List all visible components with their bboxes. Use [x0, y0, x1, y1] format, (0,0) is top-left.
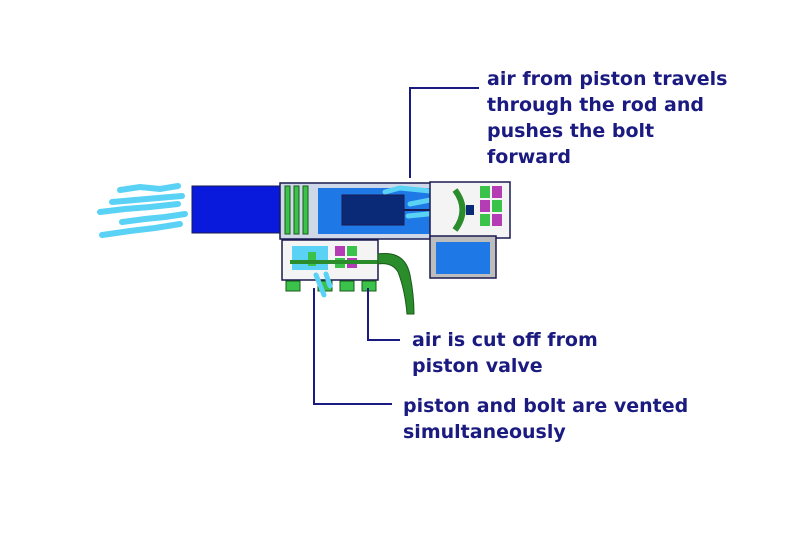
reservoir-air [436, 242, 490, 274]
leader-cutoff [367, 288, 400, 341]
label-line: forward [487, 146, 572, 168]
label-line: piston valve [412, 355, 543, 377]
piston-valve-ports [466, 186, 502, 226]
label-air-cut-off: air is cut off from piston valve [412, 327, 598, 379]
label-line: piston and bolt are vented [403, 395, 689, 417]
label-line: through the rod and [487, 94, 704, 116]
bolt [341, 194, 405, 226]
label-line: simultaneously [403, 421, 566, 443]
label-line: air from piston travels [487, 68, 728, 90]
leader-lines [313, 87, 479, 405]
label-air-through-rod: air from piston travels through the rod … [487, 66, 728, 170]
valve-feet [285, 280, 377, 292]
leader-rod [409, 87, 479, 178]
piston-cup [452, 188, 466, 232]
bolt-guides [284, 185, 309, 235]
barrel [191, 185, 283, 234]
label-vented-simultaneously: piston and bolt are vented simultaneousl… [403, 393, 688, 445]
label-line: pushes the bolt [487, 120, 655, 142]
trigger [377, 252, 415, 315]
vent-air-puffs [313, 271, 333, 298]
leader-vented [313, 288, 392, 405]
label-line: air is cut off from [412, 329, 598, 351]
exhaust-air-puffs [97, 183, 188, 238]
